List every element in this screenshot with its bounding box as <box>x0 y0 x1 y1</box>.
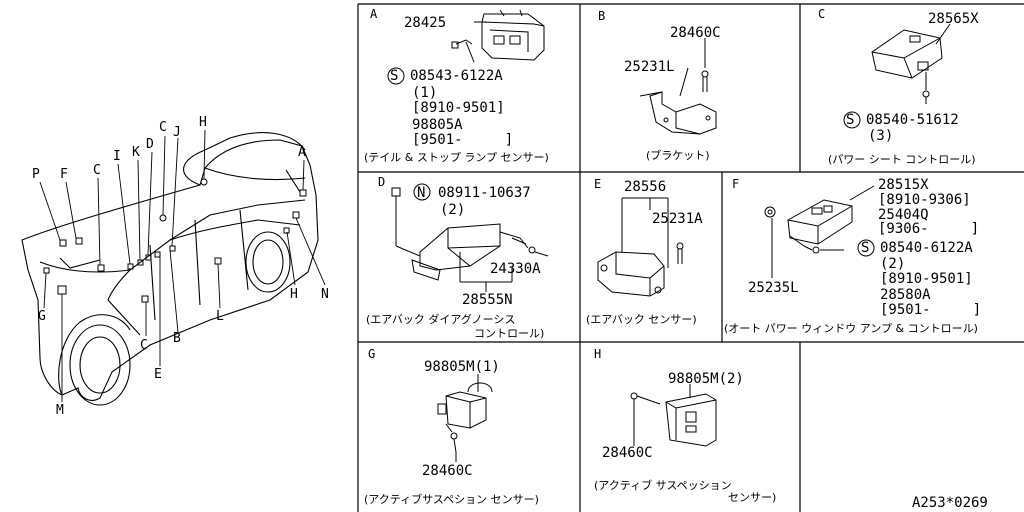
panel-d-part2: 28555N <box>462 292 513 308</box>
panel-b-part2: 25231L <box>624 59 675 75</box>
panel-c-drawing <box>843 23 951 129</box>
panel-f-screw: 08540-6122A <box>880 240 973 256</box>
car-label-h1: H <box>199 115 207 130</box>
panel-a-screw-symbol: S <box>390 68 399 84</box>
panel-c-caption: (パワー シート コントロール) <box>828 153 976 166</box>
panel-d-qty: (2) <box>440 202 466 218</box>
panel-f-range1: [8910-9306] <box>878 192 971 208</box>
panel-h-part2: 28460C <box>602 445 653 461</box>
panel-c-screw-symbol: S <box>846 112 855 128</box>
panel-f-range4: [9501- ] <box>880 302 982 318</box>
car-label-m: M <box>56 403 64 418</box>
car-label-h2: H <box>290 287 298 302</box>
panel-e-part2: 25231A <box>652 211 703 227</box>
panel-e-caption: (エアバック センサー) <box>586 313 697 326</box>
panel-a-range1: [8910-9501] <box>412 100 505 116</box>
panel-f-qty: (2) <box>880 256 906 272</box>
panel-b-drawing <box>639 38 717 135</box>
panel-grid <box>357 3 1024 512</box>
panel-b-letter: B <box>598 9 606 23</box>
panel-d-caption2: コントロール) <box>474 327 545 340</box>
panel-f-caption: (オート パワー ウィンドウ アンプ & コントロール) <box>724 322 978 335</box>
panel-d-drawing <box>391 183 549 292</box>
panel-g-part1: 98805M(1) <box>424 359 500 375</box>
panel-f-part1: 28515X <box>878 177 929 193</box>
panel-g-caption: (アクティブサスペション センサー) <box>364 493 539 506</box>
panel-f-range3: [8910-9501] <box>880 271 973 287</box>
panel-e-letter: E <box>594 177 602 191</box>
car-label-g: G <box>38 309 46 324</box>
panel-c-part1: 28565X <box>928 11 979 27</box>
panel-d-letter: D <box>378 175 386 189</box>
panel-h-caption1: (アクティブ サスペッション <box>594 479 732 492</box>
panel-a-drawing <box>387 9 545 85</box>
panel-f-range2: [9306- ] <box>878 221 980 237</box>
car-label-k: K <box>132 145 140 160</box>
car-label-e: E <box>154 367 162 382</box>
panel-e-drawing <box>597 197 684 297</box>
panel-h-letter: H <box>594 347 602 361</box>
panel-a-qty: (1) <box>412 85 438 101</box>
panel-f-part4: 25235L <box>748 280 799 296</box>
panel-d-nut: 08911-10637 <box>438 185 531 201</box>
panel-a-letter: A <box>370 7 378 21</box>
car-leader-lines <box>39 129 326 402</box>
panel-f-letter: F <box>732 177 740 191</box>
panel-h-drawing <box>630 384 717 447</box>
panel-e-part1: 28556 <box>624 179 667 195</box>
panel-a-range2: [9501- ] <box>412 132 514 148</box>
car-outline <box>21 132 319 406</box>
car-label-j: J <box>173 125 181 140</box>
panel-a-part2: 98805A <box>412 117 463 133</box>
panel-f-drawing <box>764 185 875 278</box>
panel-f-screw-symbol: S <box>861 240 870 256</box>
panel-d-part1: 24330A <box>490 261 541 277</box>
car-label-c2: C <box>159 120 167 135</box>
panel-d-nut-symbol: N <box>417 185 426 201</box>
panel-a-caption: (テイル & ストップ ランプ センサー) <box>364 151 549 164</box>
panel-c-screw: 08540-51612 <box>866 112 959 128</box>
car-label-i: I <box>113 149 121 164</box>
car-label-l: L <box>216 309 224 324</box>
panel-b-part1: 28460C <box>670 25 721 41</box>
panel-b-caption: (ブラケット) <box>646 149 710 162</box>
panel-f-part2: 25404Q <box>878 207 929 223</box>
diagram-code: A253*0269 <box>912 495 988 511</box>
car-label-c3: C <box>140 338 148 353</box>
car-label-b: B <box>173 331 181 346</box>
car-label-d: D <box>146 137 154 152</box>
panel-d-caption1: (エアバック ダイアグノーシス <box>366 313 516 326</box>
car-label-c1: C <box>93 163 101 178</box>
panel-g-letter: G <box>368 347 376 361</box>
car-label-n: N <box>321 287 329 302</box>
panel-c-letter: C <box>818 7 826 21</box>
panel-g-part2: 28460C <box>422 463 473 479</box>
panel-h-caption2: センサー) <box>728 491 777 504</box>
panel-g-drawing <box>437 374 493 462</box>
panel-c-qty: (3) <box>868 128 894 144</box>
car-label-a: A <box>298 145 306 160</box>
panel-h-part1: 98805M(2) <box>668 371 744 387</box>
car-label-p: P <box>32 167 40 182</box>
panel-f-part3: 28580A <box>880 287 931 303</box>
car-label-f: F <box>60 167 68 182</box>
panel-a-part1: 28425 <box>404 15 447 31</box>
panel-a-screw: 08543-6122A <box>410 68 503 84</box>
